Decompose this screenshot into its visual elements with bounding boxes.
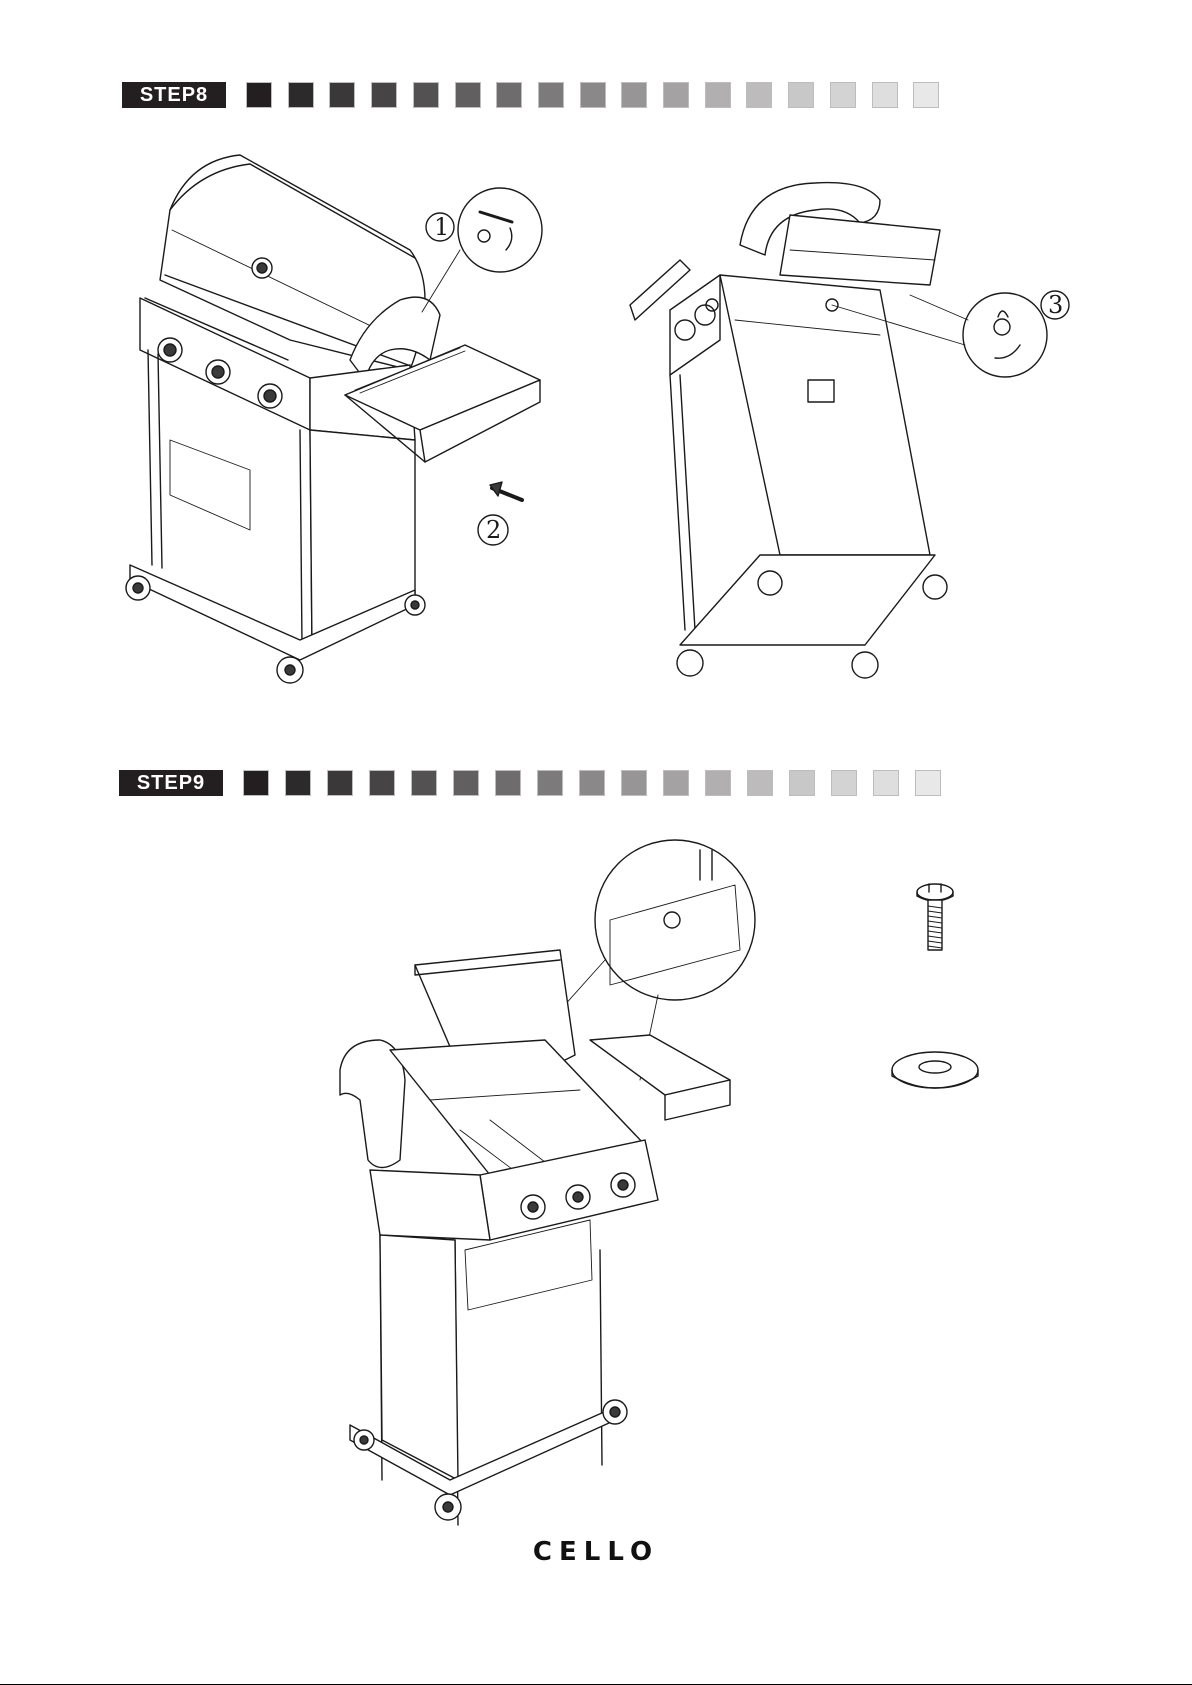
callout-3-number: 3: [1048, 291, 1063, 319]
gradient-swatch: [455, 82, 481, 108]
gradient-swatch: [663, 770, 689, 796]
gradient-swatch: [872, 82, 898, 108]
callout-2-number: 2: [486, 516, 501, 544]
gradient-swatch: [371, 82, 397, 108]
gradient-swatch: [621, 82, 647, 108]
gradient-swatch: [913, 82, 939, 108]
step9-bar: STEP9: [0, 770, 1192, 800]
gradient-swatch: [705, 770, 731, 796]
step9-label: STEP9: [119, 770, 223, 796]
gradient-swatch: [288, 82, 314, 108]
gradient-swatch: [746, 82, 772, 108]
gradient-swatch: [580, 82, 606, 108]
gradient-swatch: [496, 82, 522, 108]
gradient-swatch: [873, 770, 899, 796]
gradient-swatch: [663, 82, 689, 108]
gradient-swatch: [831, 770, 857, 796]
screw-icon: [910, 878, 960, 954]
washer-icon: [888, 1045, 983, 1100]
gradient-swatch: [369, 770, 395, 796]
gradient-swatch: [285, 770, 311, 796]
gradient-swatch: [537, 770, 563, 796]
gradient-swatch: [538, 82, 564, 108]
step8-bar: STEP8: [0, 82, 1192, 112]
gradient-swatch: [915, 770, 941, 796]
gradient-swatch: [413, 82, 439, 108]
gradient-swatch: [705, 82, 731, 108]
step8-label: STEP8: [122, 82, 226, 108]
gradient-swatch: [579, 770, 605, 796]
gradient-swatch: [246, 82, 272, 108]
callout-1-number: 1: [434, 213, 449, 241]
gradient-swatch: [789, 770, 815, 796]
gradient-swatch: [453, 770, 479, 796]
gradient-swatch: [411, 770, 437, 796]
step8-grill-right-illustration: 3: [640, 175, 1080, 695]
step8-grill-left-illustration: 1 2: [110, 140, 600, 700]
gradient-swatch: [830, 82, 856, 108]
gradient-swatch: [747, 770, 773, 796]
gradient-swatch: [788, 82, 814, 108]
step9-grill-illustration: [340, 840, 760, 1520]
gradient-swatch: [243, 770, 269, 796]
gradient-swatch: [329, 82, 355, 108]
gradient-swatch: [327, 770, 353, 796]
gradient-swatch: [495, 770, 521, 796]
gradient-swatch: [621, 770, 647, 796]
brand-logo-text: CELLO: [0, 1537, 1192, 1567]
